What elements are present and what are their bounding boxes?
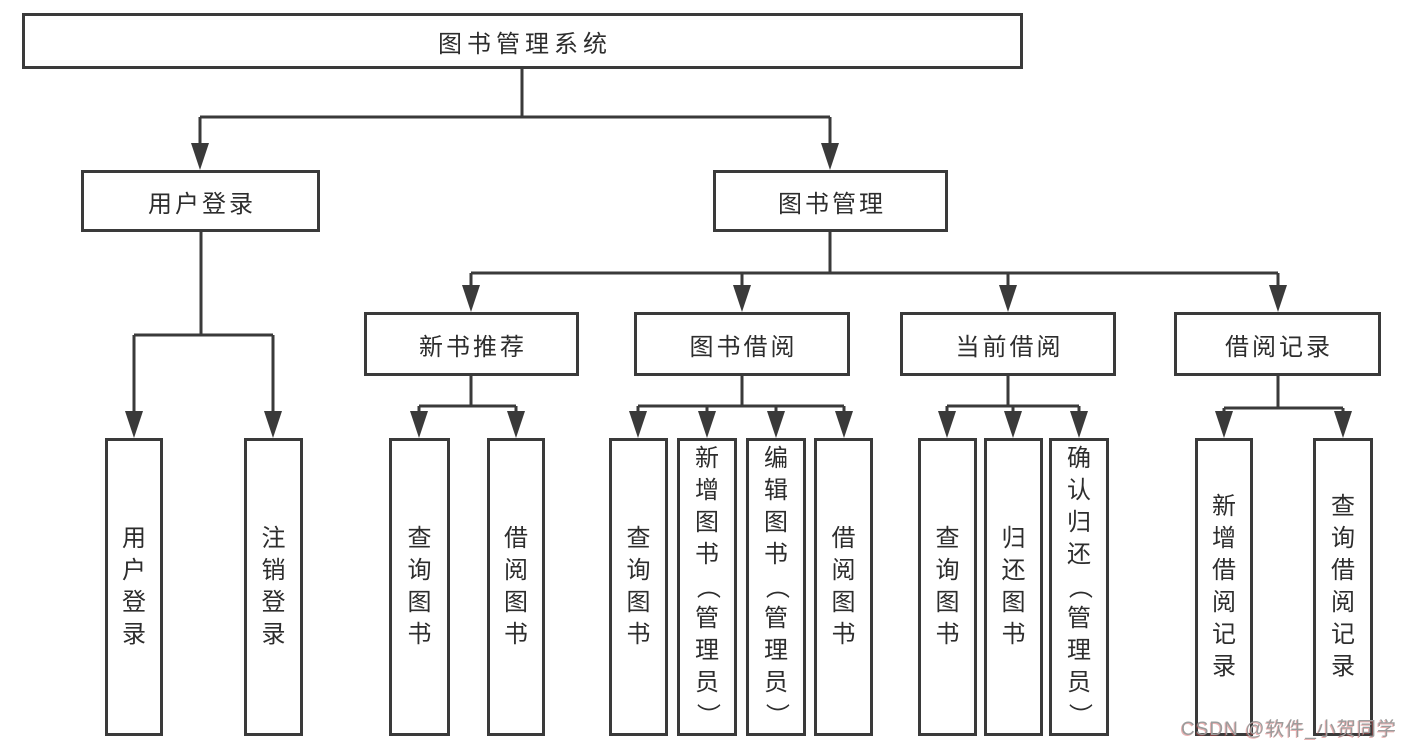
leaf-query-books-current-label: 查询图书 bbox=[935, 525, 960, 648]
leaf-query-books-recommend: 查询图书 bbox=[389, 438, 450, 736]
leaf-add-borrow-record-label: 新增借阅记录 bbox=[1212, 493, 1236, 680]
leaf-borrow-books-label: 借阅图书 bbox=[831, 525, 856, 648]
node-user-login-label: 用户登录 bbox=[148, 190, 256, 218]
leaf-query-books-borrow: 查询图书 bbox=[609, 438, 668, 736]
node-book-borrow-label: 图书借阅 bbox=[689, 333, 798, 361]
node-borrow-records-label: 借阅记录 bbox=[1225, 333, 1333, 361]
node-book-borrow: 图书借阅 bbox=[634, 312, 850, 376]
leaf-query-borrow-record: 查询借阅记录 bbox=[1313, 438, 1373, 736]
leaf-add-borrow-record: 新增借阅记录 bbox=[1195, 438, 1253, 736]
node-borrow-records: 借阅记录 bbox=[1174, 312, 1381, 376]
node-current-borrow: 当前借阅 bbox=[900, 312, 1116, 376]
leaf-logout-login-label: 注销登录 bbox=[261, 525, 286, 648]
leaf-user-login-label: 用户登录 bbox=[122, 525, 146, 648]
leaf-edit-books-admin-label: 编辑图书（管理员） bbox=[763, 445, 790, 727]
leaf-confirm-return-admin-label: 确认归还（管理员） bbox=[1066, 445, 1093, 727]
leaf-borrow-books-recommend-label: 借阅图书 bbox=[504, 525, 528, 648]
leaf-add-books-admin: 新增图书（管理员） bbox=[677, 438, 737, 736]
node-user-login: 用户登录 bbox=[81, 170, 320, 232]
leaf-query-borrow-record-label: 查询借阅记录 bbox=[1331, 493, 1355, 680]
node-new-book-recommend: 新书推荐 bbox=[364, 312, 579, 376]
leaf-edit-books-admin: 编辑图书（管理员） bbox=[746, 438, 806, 736]
leaf-borrow-books: 借阅图书 bbox=[814, 438, 873, 736]
node-root-label: 图书管理系统 bbox=[438, 30, 612, 58]
node-book-management: 图书管理 bbox=[713, 170, 948, 232]
leaf-query-books-current: 查询图书 bbox=[918, 438, 977, 736]
leaf-add-books-admin-label: 新增图书（管理员） bbox=[694, 445, 721, 727]
leaf-confirm-return-admin: 确认归还（管理员） bbox=[1049, 438, 1109, 736]
leaf-borrow-books-recommend: 借阅图书 bbox=[487, 438, 545, 736]
csdn-watermark: CSDN @软件_小贺同学 bbox=[1181, 719, 1397, 740]
leaf-return-books-label: 归还图书 bbox=[1001, 525, 1026, 648]
node-root: 图书管理系统 bbox=[22, 13, 1023, 69]
leaf-logout-login: 注销登录 bbox=[244, 438, 303, 736]
leaf-user-login: 用户登录 bbox=[105, 438, 163, 736]
node-book-management-label: 图书管理 bbox=[778, 190, 886, 218]
leaf-query-books-recommend-label: 查询图书 bbox=[407, 525, 432, 648]
leaf-query-books-borrow-label: 查询图书 bbox=[626, 525, 651, 648]
node-new-book-recommend-label: 新书推荐 bbox=[419, 333, 527, 361]
leaf-return-books: 归还图书 bbox=[984, 438, 1043, 736]
node-current-borrow-label: 当前借阅 bbox=[955, 333, 1064, 361]
